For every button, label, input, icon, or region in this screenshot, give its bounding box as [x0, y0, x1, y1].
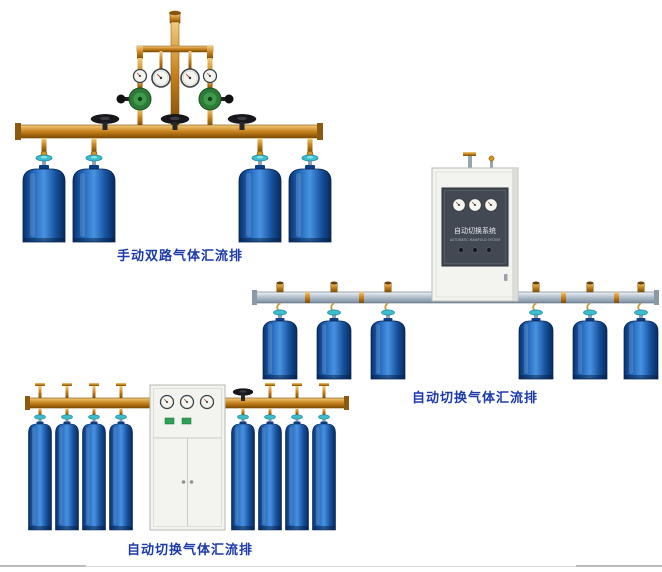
- gas-cylinder: [231, 414, 255, 531]
- pressure-regulator-left: [116, 87, 152, 111]
- panel-title: 自动切换系统: [454, 226, 496, 235]
- product-photo-auto-switch-floor: [15, 378, 363, 536]
- control-cabinet: 自动切换系统 AUTOMATIC MANIFOLD SYSTEM: [431, 167, 519, 302]
- manifold-pipe: [15, 123, 323, 140]
- riser-valves: [35, 383, 329, 398]
- panel-knob: [472, 247, 478, 253]
- panel-subtitle: AUTOMATIC MANIFOLD SYSTEM: [450, 238, 501, 242]
- pressure-gauge: [151, 68, 171, 88]
- panel-gauge: [467, 197, 483, 213]
- pressure-gauge: [132, 68, 148, 84]
- gas-cylinder: [82, 414, 106, 531]
- gas-cylinder: [109, 414, 133, 531]
- control-cabinet: [149, 384, 226, 531]
- gas-cylinder: [312, 414, 336, 531]
- auto-switch-wall-drawing: 自动切换系统 AUTOMATIC MANIFOLD SYSTEM: [252, 152, 659, 380]
- product-caption-manual-dual: 手动双路气体汇流排: [116, 249, 243, 264]
- gas-cylinder: [572, 309, 608, 380]
- auto-switch-floor-drawing: [25, 383, 349, 531]
- outlet-assembly: [169, 10, 181, 127]
- manual-dual-manifold-drawing: [15, 10, 332, 243]
- panel-gauge: [159, 394, 175, 410]
- gas-cylinder: [22, 154, 66, 243]
- gas-cylinder: [72, 154, 116, 243]
- product-photo-auto-switch-wall: 自动切换系统 AUTOMATIC MANIFOLD SYSTEM: [248, 152, 662, 392]
- panel-gauge: [451, 197, 467, 213]
- product-caption-auto-wall: 自动切换气体汇流排: [411, 391, 538, 406]
- panel-gauge: [179, 394, 195, 410]
- panel-knob: [458, 247, 464, 253]
- cabinet-handle: [504, 274, 508, 281]
- gas-cylinder: [28, 414, 52, 531]
- gas-cylinder: [623, 309, 659, 380]
- cylinder-stems: [38, 408, 326, 415]
- table-border-fragment-left: [0, 565, 86, 567]
- gas-cylinder: [370, 309, 406, 380]
- table-border-line: [0, 566, 662, 567]
- gas-cylinder: [262, 309, 298, 380]
- pressure-gauge: [202, 68, 218, 84]
- panel-gauge: [199, 394, 215, 410]
- panel-label: [181, 417, 192, 425]
- panel-gauge: [483, 197, 499, 213]
- pressure-gauge: [180, 68, 200, 88]
- product-photo-manual-dual-manifold: [10, 6, 340, 246]
- product-caption-auto-floor: 自动切换气体汇流排: [126, 543, 253, 558]
- gas-cylinder: [285, 414, 309, 531]
- panel-label: [164, 417, 175, 425]
- door-handle: [189, 480, 194, 484]
- gas-cylinder: [55, 414, 79, 531]
- gas-cylinder: [316, 309, 352, 380]
- panel-knob: [486, 247, 492, 253]
- door-handle: [181, 480, 186, 484]
- table-border-fragment-right: [576, 565, 662, 567]
- cabinet-top-pipes: [463, 152, 495, 168]
- gas-cylinder: [258, 414, 282, 531]
- gas-cylinder: [518, 309, 554, 380]
- pressure-regulator-right: [198, 87, 234, 111]
